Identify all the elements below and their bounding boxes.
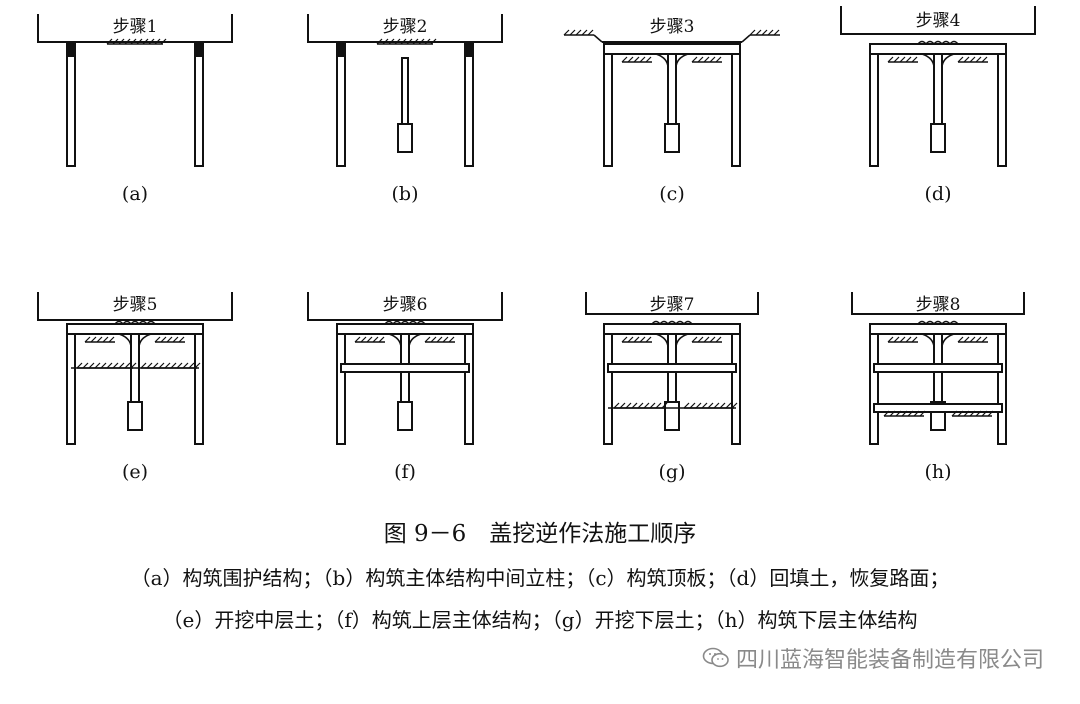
panel-label: (f): [394, 461, 416, 483]
panel-a: 步骤1 (a): [37, 14, 233, 205]
panel-label: (g): [659, 461, 686, 483]
panel-h: 步骤8 (h): [851, 292, 1025, 483]
panel-c: 步骤3 (c): [563, 17, 780, 205]
step-label: 步骤6: [383, 295, 428, 315]
step-label: 步骤1: [113, 17, 158, 37]
panel-label: (h): [924, 461, 951, 483]
step-label: 步骤5: [113, 295, 158, 315]
panel-e: 步骤5 (e): [37, 292, 233, 483]
panel-d: 步骤4 (d): [840, 6, 1036, 205]
panel-label: (a): [122, 183, 148, 205]
step-label: 步骤7: [650, 295, 695, 315]
step-label: 步骤3: [650, 17, 695, 37]
road-cover: [307, 14, 503, 43]
road-cover: [307, 292, 503, 321]
panel-b: 步骤2 (b): [307, 14, 503, 205]
step-label: 步骤4: [916, 11, 961, 31]
panel-f: 步骤6 (f): [307, 292, 503, 483]
road-cover: [840, 6, 1036, 35]
road-cover: [37, 292, 233, 321]
watermark: 四川蓝海智能装备制造有限公司: [702, 642, 1044, 674]
watermark-text: 四川蓝海智能装备制造有限公司: [735, 648, 1044, 673]
wechat-icon: [702, 647, 729, 668]
panel-label: (e): [122, 461, 148, 483]
road-cover: [585, 292, 759, 315]
figure-title: 图 9－6 盖挖逆作法施工顺序: [383, 521, 697, 547]
panel-g: 步骤7 (g): [585, 292, 759, 483]
road-cover: [851, 292, 1025, 315]
figure-caption-line-1: （a）构筑围护结构；（b）构筑主体结构中间立柱；（c）构筑顶板；（d）回填土，恢…: [130, 566, 950, 590]
panel-label: (b): [392, 183, 419, 205]
figure-caption-line-2: （e）开挖中层土；（f）构筑上层主体结构；（g）开挖下层土；（h）构筑下层主体结…: [162, 608, 918, 632]
step-label: 步骤2: [383, 17, 428, 37]
step-label: 步骤8: [916, 295, 961, 315]
road-cover: [37, 14, 233, 43]
panel-label: (d): [925, 183, 952, 205]
panel-label: (c): [659, 183, 684, 205]
